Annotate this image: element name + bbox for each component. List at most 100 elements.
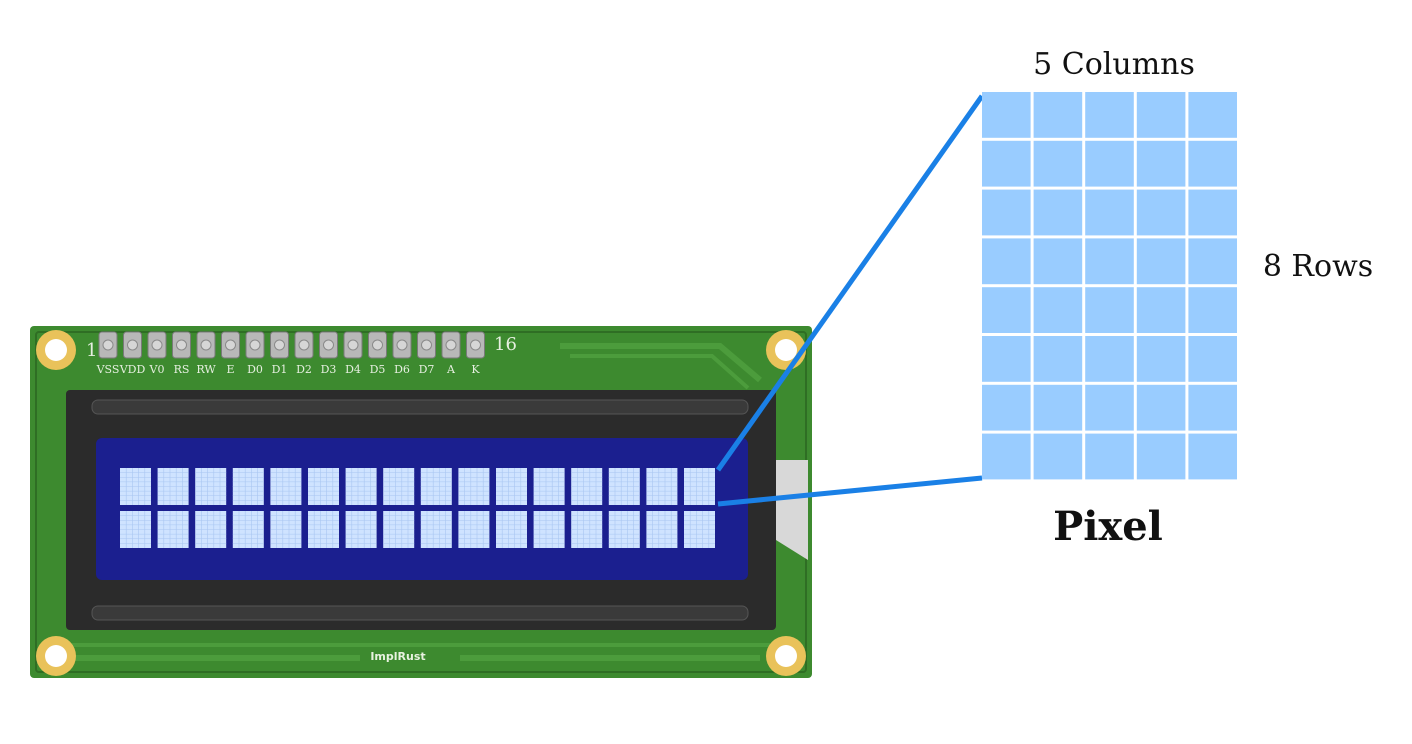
lcd-character-cell — [345, 511, 377, 548]
pixel-dot — [982, 336, 1031, 382]
pin-name: E — [226, 363, 234, 376]
pixel-dot — [1085, 384, 1134, 431]
pin-name: K — [471, 363, 480, 376]
pixel-dot — [982, 287, 1031, 333]
lcd-character-cell — [157, 511, 189, 548]
pixel-dot — [1085, 189, 1134, 236]
pixel-dot — [1188, 336, 1237, 382]
lcd-character-cell — [120, 511, 151, 548]
pixel-dot — [1136, 238, 1186, 285]
header-pin — [319, 331, 338, 359]
zoom-line-bottom — [717, 475, 983, 507]
lcd-character-cell — [195, 468, 227, 505]
header-pin — [368, 331, 387, 359]
pixel-dot — [982, 384, 1031, 431]
lcd-character-grid — [120, 468, 715, 548]
pixel-dot — [1136, 336, 1186, 382]
lcd-character-cell — [458, 511, 490, 548]
pixel-dot — [1085, 336, 1134, 382]
pixel-label: Pixel — [1053, 503, 1163, 550]
pixel-dot — [1085, 287, 1134, 333]
pin-name: D1 — [272, 363, 288, 376]
header-pin — [466, 331, 485, 359]
pin-name: D3 — [321, 363, 337, 376]
lcd-character-cell — [383, 468, 415, 505]
lcd-character-cell — [646, 511, 678, 548]
pixel-dot — [1188, 287, 1237, 333]
header-pin — [123, 331, 142, 359]
pin-name: RS — [174, 363, 190, 376]
header-pin — [172, 331, 191, 359]
mounting-hole — [766, 636, 806, 676]
lcd-character-cell — [232, 511, 264, 548]
pixel-dot — [1085, 140, 1134, 187]
bezel-rail-top — [91, 399, 749, 415]
pixel-dot — [982, 140, 1031, 187]
lcd-character-cell — [195, 511, 227, 548]
pin-name: VSS — [96, 363, 120, 376]
pixel-dot — [1136, 140, 1186, 187]
pixel-dot — [1033, 189, 1083, 236]
pixel-dot — [1033, 433, 1083, 480]
zoom-line-top — [715, 94, 985, 472]
pixel-dot — [982, 189, 1031, 236]
pcb-trace — [570, 354, 750, 390]
pixel-dot — [1085, 238, 1134, 285]
pin-name: A — [446, 363, 456, 376]
pin-label-first: 1 — [86, 340, 97, 361]
lcd-character-cell — [533, 468, 565, 505]
pixel-dot — [1136, 189, 1186, 236]
lcd-character-cell — [232, 468, 264, 505]
lcd-character-cell — [345, 468, 377, 505]
bezel-rail-bottom — [91, 605, 749, 621]
pin-header — [98, 331, 485, 359]
pixel-dot — [1188, 238, 1237, 285]
pixel-dot — [1188, 433, 1237, 480]
header-pin — [392, 331, 412, 359]
pixel-dot — [1033, 384, 1083, 431]
pixel-dot — [1033, 336, 1083, 382]
pixel-dot — [1136, 92, 1186, 138]
lcd-character-cell — [684, 468, 715, 505]
pin-label-last: 16 — [494, 334, 517, 355]
lcd-character-cell — [608, 468, 640, 505]
brand-label: ImplRust — [370, 650, 425, 663]
lcd-character-cell — [420, 468, 452, 505]
lcd-character-cell — [383, 511, 415, 548]
lcd-character-cell — [533, 511, 565, 548]
header-pin — [98, 331, 118, 359]
header-pin — [294, 331, 314, 359]
lcd-character-cell — [120, 468, 151, 505]
header-pin — [270, 331, 289, 359]
columns-label: 5 Columns — [1033, 47, 1195, 82]
pixel-dot — [1188, 92, 1237, 138]
pixel-dot — [982, 92, 1031, 138]
pin-name: D6 — [394, 363, 410, 376]
lcd-character-cell — [571, 511, 603, 548]
pixel-dot — [1136, 433, 1186, 480]
pixel-dot — [1085, 92, 1134, 138]
pin-name: D0 — [247, 363, 263, 376]
pixel-dot — [1188, 384, 1237, 431]
pin-name: V0 — [149, 363, 165, 376]
header-pin — [196, 331, 216, 359]
mounting-hole — [36, 330, 76, 370]
pcb-trace — [560, 343, 762, 383]
rows-label: 8 Rows — [1263, 249, 1373, 284]
pin-name: D4 — [345, 363, 361, 376]
pixel-dot — [1033, 238, 1083, 285]
header-pin — [343, 331, 363, 359]
pixel-dot — [1033, 140, 1083, 187]
pixel-dot — [1033, 287, 1083, 333]
pin-name: D2 — [296, 363, 312, 376]
backlight-connector — [776, 460, 808, 560]
lcd-character-cell — [646, 468, 678, 505]
header-pin — [147, 331, 167, 359]
pixel-dot — [1136, 384, 1186, 431]
lcd-character-cell — [157, 468, 189, 505]
lcd-character-cell — [684, 511, 715, 548]
lcd-character-cell — [608, 511, 640, 548]
pixel-matrix-zoom — [982, 92, 1237, 480]
pixel-dot — [982, 238, 1031, 285]
